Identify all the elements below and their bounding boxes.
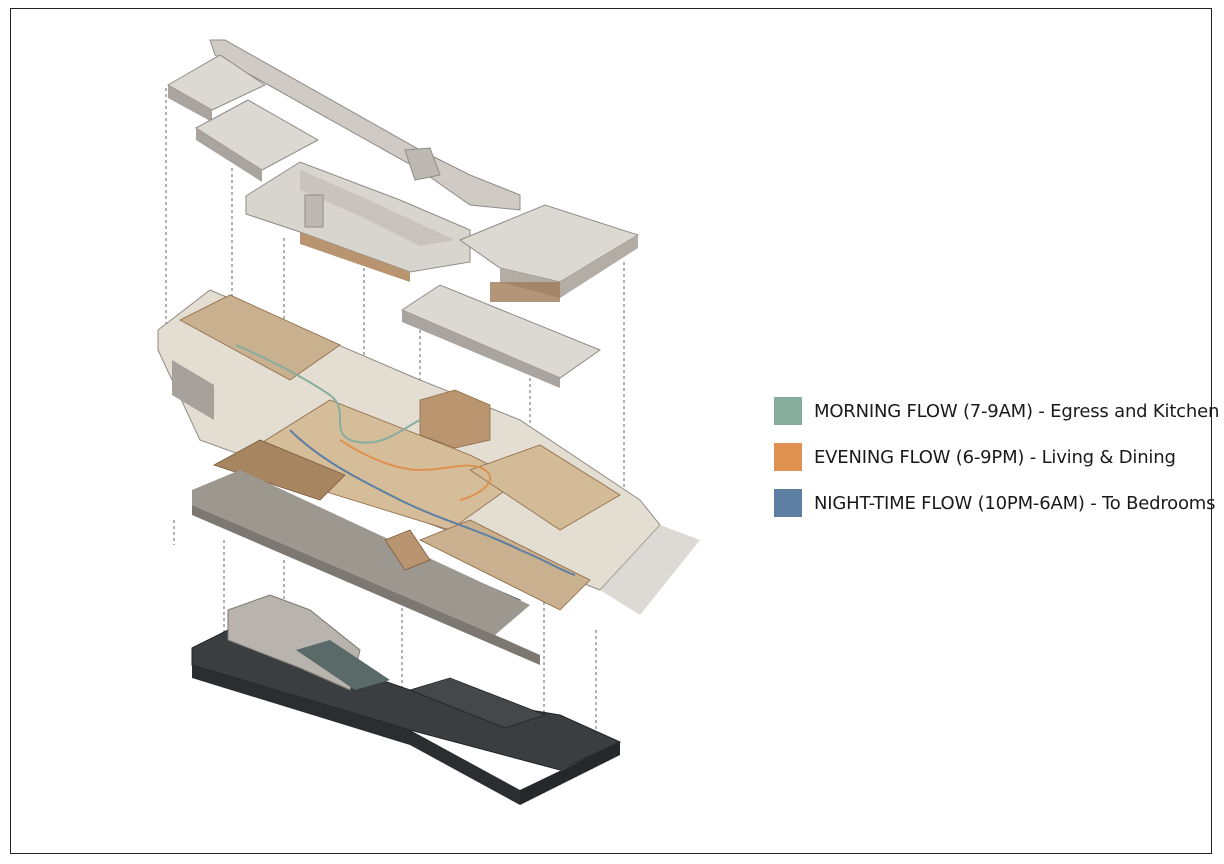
bedroom-wing xyxy=(179,294,341,381)
roof-block-bedrooms xyxy=(195,99,320,171)
roof-beam-frame xyxy=(209,39,521,211)
roof-block-bedrooms-side xyxy=(196,128,262,182)
legend-swatch-evening xyxy=(774,443,802,471)
retaining-wall-left xyxy=(172,360,214,420)
base-raised-block xyxy=(408,677,547,729)
night-flow-path xyxy=(289,429,576,576)
legend-label-morning: MORNING FLOW (7-9AM) - Egress and Kitche… xyxy=(814,400,1220,422)
legend-swatch-morning xyxy=(774,397,802,425)
roof-living-timber-posts xyxy=(490,282,560,302)
roof-main-ridge xyxy=(300,170,455,246)
main-floor-level xyxy=(157,289,700,665)
chimney xyxy=(304,194,324,228)
stair xyxy=(384,529,431,571)
lower-pool xyxy=(296,640,390,690)
terrace-side xyxy=(192,505,540,665)
morning-flow-path xyxy=(235,344,421,444)
roof-study-side xyxy=(402,310,560,388)
legend-item-night: NIGHT-TIME FLOW (10PM-6AM) - To Bedrooms xyxy=(774,488,1219,518)
flow-paths xyxy=(235,344,576,576)
roof-timber-soffit xyxy=(300,232,410,282)
legend: MORNING FLOW (7-9AM) - Egress and Kitche… xyxy=(774,396,1219,534)
page-frame xyxy=(10,8,1212,854)
roof-level xyxy=(166,39,640,388)
roof-living xyxy=(458,204,640,283)
legend-label-evening: EVENING FLOW (6-9PM) - Living & Dining xyxy=(814,446,1176,468)
legend-item-morning: MORNING FLOW (7-9AM) - Egress and Kitche… xyxy=(774,396,1219,426)
guest-wing xyxy=(419,519,591,611)
roof-block-entry-side xyxy=(168,85,212,122)
base-slab-side-right xyxy=(520,742,620,805)
timber-deck xyxy=(212,439,346,501)
legend-swatch-night xyxy=(774,489,802,517)
legend-item-evening: EVENING FLOW (6-9PM) - Living & Dining xyxy=(774,442,1219,472)
lounge-wing xyxy=(469,444,621,531)
roof-beam-cross xyxy=(404,147,441,181)
base-level xyxy=(191,594,622,805)
base-slab-side xyxy=(192,665,520,805)
terrace-slab xyxy=(192,470,530,635)
retaining-wall-right xyxy=(600,525,700,615)
legend-label-night: NIGHT-TIME FLOW (10PM-6AM) - To Bedrooms xyxy=(814,492,1216,514)
kitchen-block xyxy=(419,389,491,449)
evening-flow-path xyxy=(339,439,492,501)
